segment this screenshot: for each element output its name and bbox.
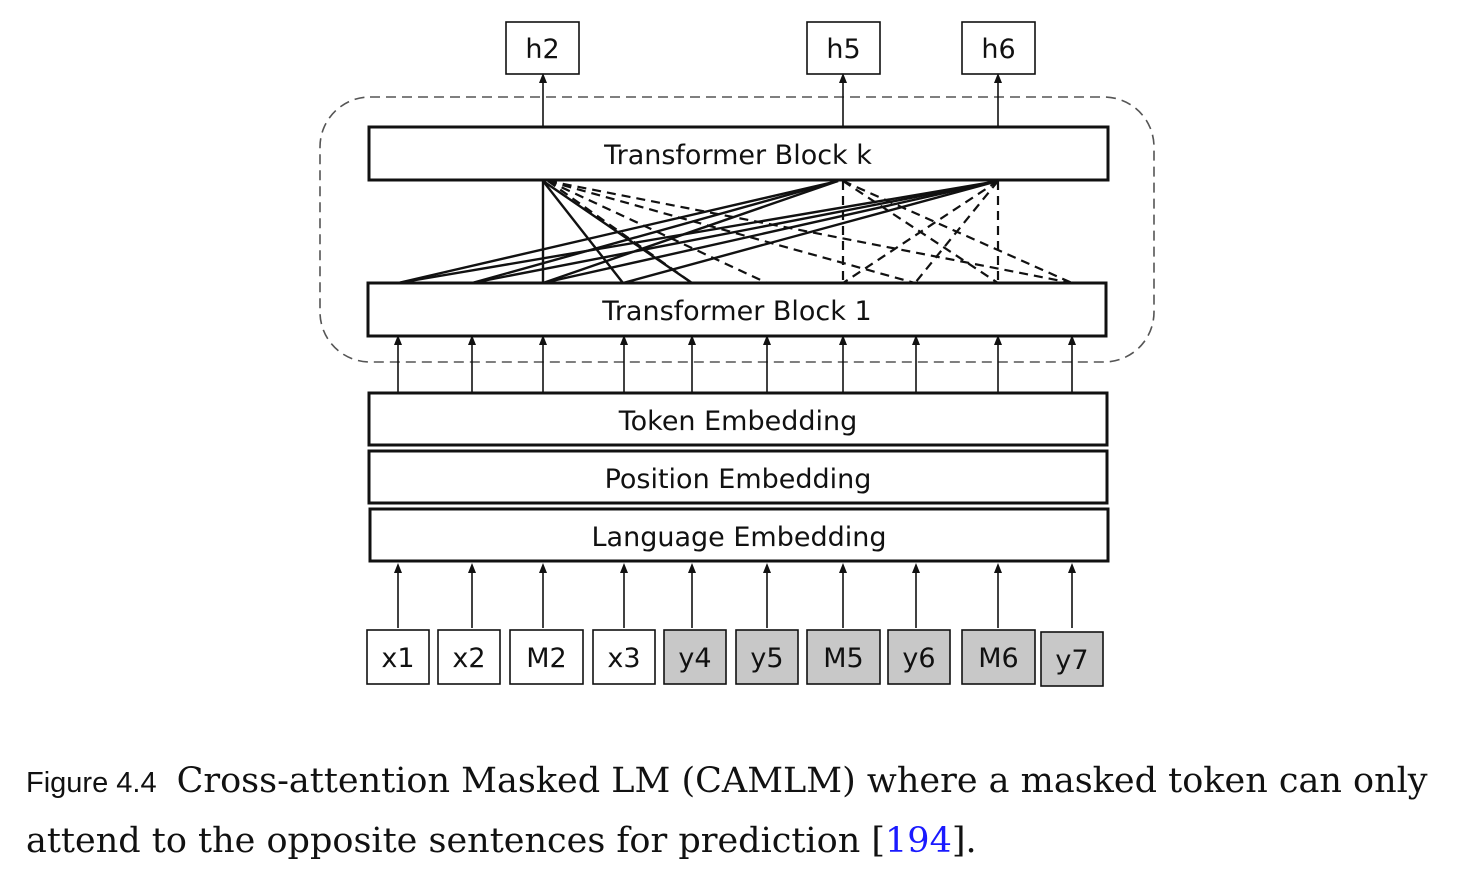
input-arrows <box>394 563 1076 628</box>
output-label: h6 <box>981 34 1015 65</box>
attention-line-solid <box>542 179 999 285</box>
attention-line-solid <box>622 179 999 285</box>
output-box-h2: h2 <box>505 21 580 75</box>
input-token-y7: y7 <box>1040 631 1104 687</box>
output-box-h6: h6 <box>961 21 1036 75</box>
embedding-label: Position Embedding <box>605 464 872 495</box>
output-box-h5: h5 <box>806 21 881 75</box>
figure-label: Figure 4.4 <box>26 767 157 799</box>
output-label: h2 <box>525 34 559 65</box>
input-token-label: y6 <box>902 643 935 674</box>
transformer-block-k: Transformer Block k <box>367 125 1110 182</box>
input-token-x3: x3 <box>592 629 656 685</box>
caption-text: Cross-attention Masked LM (CAMLM) where … <box>26 761 1428 861</box>
block-label: Transformer Block k <box>603 140 872 171</box>
attention-line-solid <box>471 179 839 285</box>
attention-line-solid <box>471 179 999 285</box>
input-token-label: M5 <box>823 643 863 674</box>
input-token-x2: x2 <box>437 629 501 685</box>
caption-text-end: ]. <box>951 821 977 861</box>
embedding-label: Language Embedding <box>592 522 887 553</box>
input-token-y4: y4 <box>663 629 727 685</box>
embedding-label: Token Embedding <box>618 406 858 437</box>
embedding-to-block-arrows <box>394 335 1076 393</box>
input-token-m5: M5 <box>806 629 881 685</box>
camlm-diagram: h2 h5 h6 Transformer Block k <box>319 21 1155 687</box>
attention-line-solid <box>397 179 839 285</box>
input-token-m6: M6 <box>961 629 1036 685</box>
input-token-m2: M2 <box>509 629 584 685</box>
input-token-label: y7 <box>1055 645 1088 676</box>
input-token-label: x1 <box>381 643 414 674</box>
input-token-label: M2 <box>526 643 566 674</box>
output-arrows <box>539 73 1002 126</box>
attention-line-solid <box>542 179 839 285</box>
output-label: h5 <box>826 34 860 65</box>
attention-line-solid <box>397 179 999 285</box>
input-token-label: x3 <box>607 643 640 674</box>
input-token-label: x2 <box>452 643 485 674</box>
input-token-x1: x1 <box>366 629 430 685</box>
block-label: Transformer Block 1 <box>601 296 871 327</box>
input-token-label: y4 <box>678 643 711 674</box>
attention-connections <box>397 179 999 285</box>
attention-connections-dashed <box>547 179 1073 285</box>
input-token-y5: y5 <box>735 629 799 685</box>
input-tokens: x1 x2 M2 x3 y4 y5 M5 y6 <box>366 629 1104 687</box>
language-embedding-box: Language Embedding <box>368 507 1110 563</box>
input-token-label: y5 <box>750 643 783 674</box>
transformer-block-1: Transformer Block 1 <box>366 281 1108 338</box>
position-embedding-box: Position Embedding <box>367 449 1109 505</box>
input-token-label: M6 <box>978 643 1018 674</box>
input-token-y6: y6 <box>887 629 951 685</box>
citation-link[interactable]: 194 <box>885 821 952 861</box>
token-embedding-box: Token Embedding <box>367 391 1109 447</box>
attention-line-solid <box>542 180 624 284</box>
